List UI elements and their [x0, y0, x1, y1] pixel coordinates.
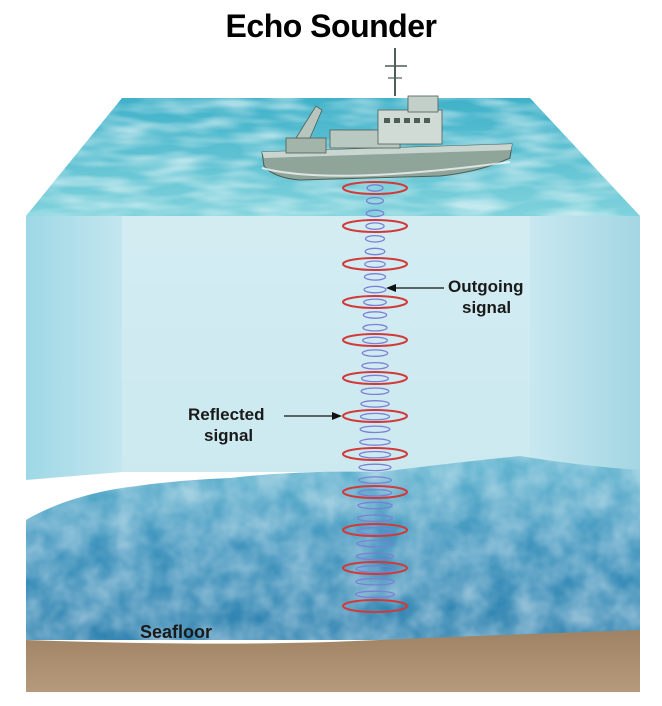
reflected-signal-ring	[342, 371, 408, 385]
outgoing-signal-ring	[357, 501, 393, 510]
outgoing-signal-ring	[365, 196, 385, 205]
reflected-signal-ring	[342, 295, 408, 309]
outgoing-signal-ring	[358, 476, 392, 484]
outgoing-signal-ring	[355, 552, 395, 561]
reflected-signal-ring	[342, 447, 408, 461]
outgoing-signal-ring	[356, 527, 394, 535]
outgoing-signal-ring	[359, 425, 391, 434]
outgoing-signal-ring	[357, 488, 393, 497]
outgoing-signal-arrow	[386, 284, 444, 292]
outgoing-signal-ring	[364, 260, 386, 269]
sonar-signal	[342, 181, 408, 613]
outgoing-signal-ring	[358, 463, 392, 472]
outgoing-signal-ring	[360, 374, 390, 383]
sediment-layer	[26, 630, 640, 692]
outgoing-signal-ring	[355, 577, 395, 586]
seabed	[26, 456, 640, 640]
ship-icon	[261, 48, 513, 181]
outgoing-signal-ring	[365, 222, 385, 230]
outgoing-signal-ring	[362, 311, 388, 319]
reflected-signal-ring	[342, 257, 408, 271]
outgoing-signal-ring	[361, 349, 389, 357]
outgoing-signal-ring	[365, 209, 385, 218]
outgoing-signal-ring	[364, 234, 386, 243]
outgoing-signal-ring	[360, 387, 390, 396]
outgoing-signal-ring	[356, 539, 394, 548]
outgoing-signal-ring	[363, 285, 387, 294]
outgoing-signal-ring	[356, 514, 394, 523]
outgoing-signal-ring	[361, 336, 389, 345]
outgoing-signal-ring	[366, 184, 384, 192]
reflected-signal-label: Reflected signal	[188, 405, 265, 445]
reflected-signal-ring	[342, 181, 408, 195]
reflected-signal-ring	[342, 599, 408, 613]
seafloor-label: Seafloor	[140, 622, 213, 642]
reflected-signal-ring	[342, 409, 408, 423]
reflected-signal-ring	[342, 485, 408, 499]
reflected-signal-ring	[342, 333, 408, 347]
outgoing-signal-ring	[359, 438, 391, 446]
reflected-signal-ring	[342, 219, 408, 233]
outgoing-signal-label: Outgoing signal	[448, 277, 524, 317]
outgoing-signal-ring	[363, 298, 387, 307]
outgoing-signal-ring	[358, 450, 392, 459]
reflected-signal-ring	[342, 561, 408, 575]
outgoing-signal-ring	[361, 361, 389, 370]
reflected-signal-arrow	[284, 412, 342, 420]
outgoing-signal-ring	[362, 323, 388, 332]
diagram-title: Echo Sounder	[225, 8, 437, 44]
outgoing-signal-ring	[355, 565, 395, 573]
outgoing-signal-ring	[360, 400, 390, 408]
outgoing-signal-ring	[364, 247, 386, 256]
reflected-signal-ring	[342, 523, 408, 537]
outgoing-signal-ring	[359, 412, 391, 421]
outgoing-signal-ring	[354, 590, 396, 599]
outgoing-signal-ring	[363, 273, 387, 281]
